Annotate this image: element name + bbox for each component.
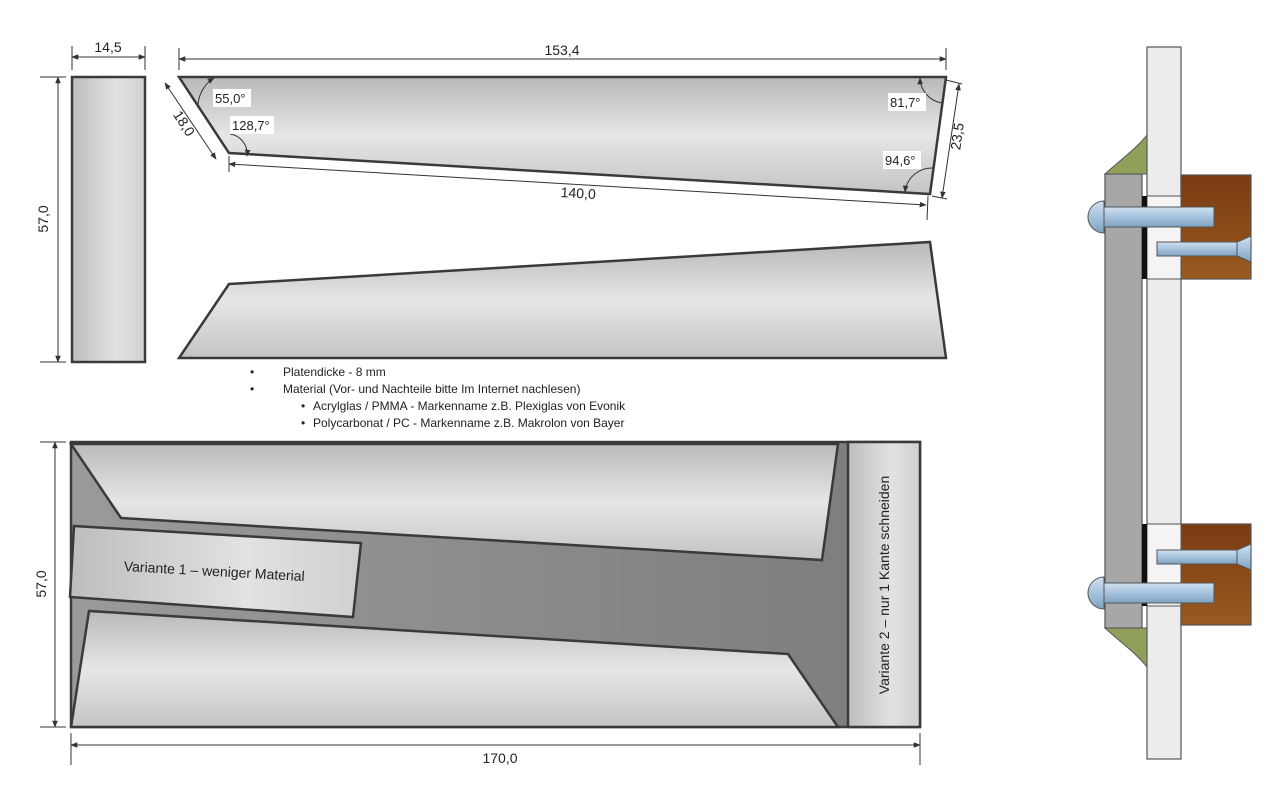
sheet-height-label: 57,0: [33, 570, 49, 597]
side-width-label: 14,5: [94, 39, 121, 55]
angle-bottom-right: 94,6°: [885, 153, 916, 168]
note-acrylic-text: Acrylglas / PMMA - Markenname z.B. Plexi…: [313, 399, 626, 413]
wedge-part-top: 153,4 18,0 140,0 23,5 55,0° 128,7° 81,7°…: [164, 42, 967, 221]
angle-top-left: 55,0°: [215, 91, 246, 106]
adhesive-bottom: [1103, 627, 1148, 669]
variant1-piece: [68, 524, 363, 619]
angle-top-right: 81,7°: [890, 95, 921, 110]
acrylic-panel: [1146, 46, 1182, 760]
right-edge-label: 23,5: [947, 121, 967, 150]
bolt-bottom: [1087, 576, 1215, 610]
note-material: Material (Vor- und Nachteile bitte Im In…: [250, 381, 750, 432]
note-material-text: Material (Vor- und Nachteile bitte Im In…: [283, 382, 581, 396]
wood-screw-top: [1156, 235, 1252, 263]
note-polycarbonate-text: Polycarbonat / PC - Markenname z.B. Makr…: [313, 416, 625, 430]
slant-edge-label: 18,0: [170, 107, 198, 139]
notes-list: Platendicke - 8 mm Material (Vor- und Na…: [250, 364, 750, 432]
note-thickness-text: Platendicke - 8 mm: [283, 365, 386, 379]
variant2-strip: [846, 440, 922, 729]
wedge-part-mirrored: [176, 240, 948, 360]
seal-top: [1142, 196, 1147, 279]
bottom-length-label: 140,0: [560, 184, 596, 202]
seal-bottom: [1142, 524, 1147, 606]
adhesive-top: [1103, 133, 1148, 175]
sheet-wedge-lower: [69, 609, 841, 729]
gray-plate: [1104, 173, 1143, 629]
side-height-label: 57,0: [35, 205, 51, 232]
variant2-label: Variante 2 – nur 1 Kante schneiden: [876, 476, 892, 694]
side-view-plate: 14,5 57,0: [35, 39, 147, 364]
bolt-top: [1087, 200, 1215, 234]
sheet-wedge-upper: [68, 442, 840, 562]
note-acrylic: Acrylglas / PMMA - Markenname z.B. Plexi…: [301, 398, 750, 415]
sheet-length-label: 170,0: [482, 750, 517, 766]
note-thickness: Platendicke - 8 mm: [250, 364, 750, 381]
cutting-sheet: Variante 1 – weniger Material Variante 2…: [33, 440, 922, 766]
wood-block-bottom: [1180, 523, 1252, 626]
note-polycarbonate: Polycarbonat / PC - Markenname z.B. Makr…: [301, 415, 750, 432]
top-length-label: 153,4: [544, 42, 579, 58]
wood-screw-bottom: [1156, 543, 1252, 571]
mounting-cross-section: [1087, 46, 1252, 760]
angle-inner-left: 128,7°: [232, 118, 270, 133]
